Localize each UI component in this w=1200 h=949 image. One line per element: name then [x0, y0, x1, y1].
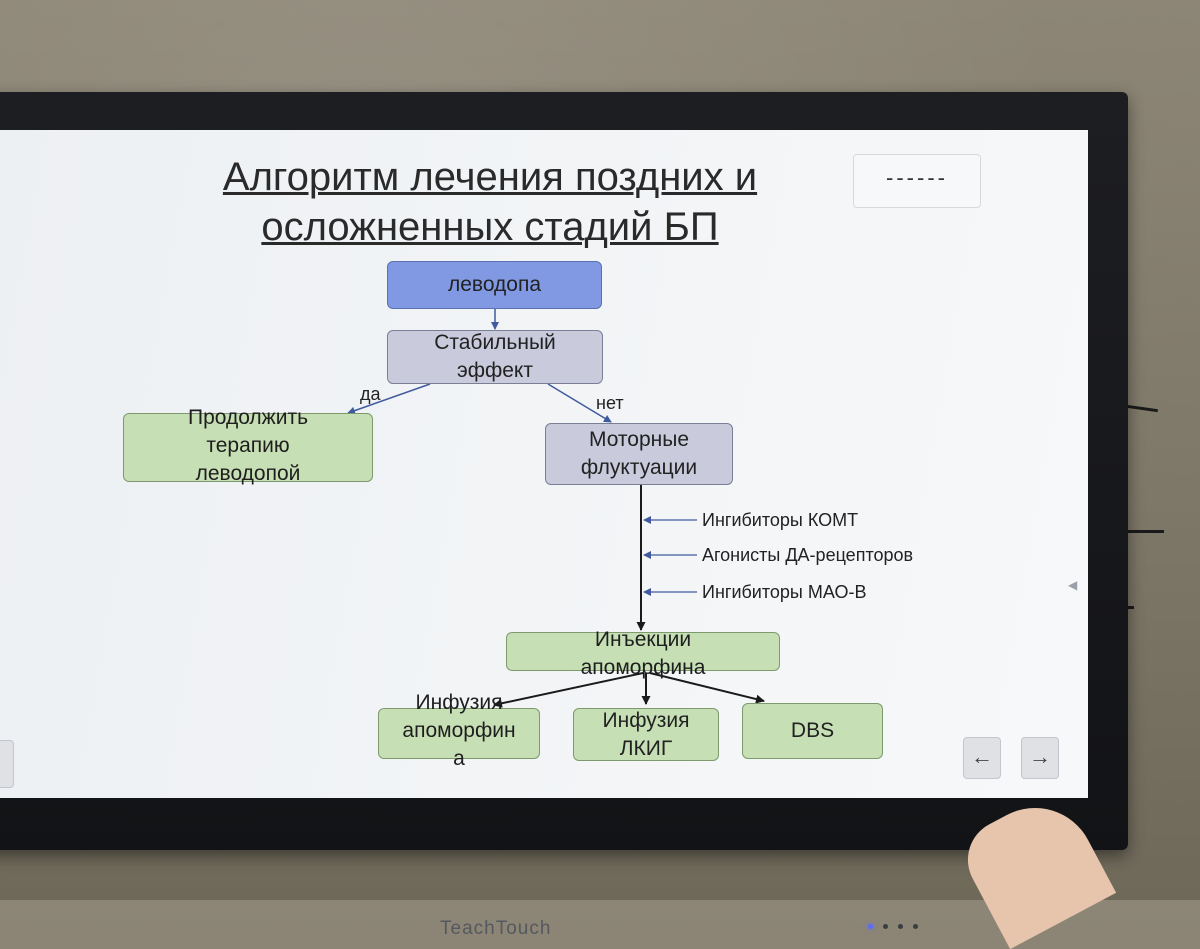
arrow-to-dbs [649, 672, 765, 704]
node-apo-injections-text: Инъекции апоморфина [543, 626, 743, 682]
indicator-led [913, 924, 918, 929]
edge-label-yes: да [360, 384, 381, 404]
connectors [347, 309, 765, 708]
status-leds [868, 924, 918, 929]
next-slide-button[interactable]: → [1021, 737, 1059, 779]
node-apo-inf-line-2: апоморфин [402, 719, 516, 742]
prev-slide-button[interactable]: ← [963, 737, 1001, 779]
node-motor-fluctuations: Моторные флуктуации [545, 423, 733, 485]
node-levodopa: леводопа [387, 261, 602, 309]
node-apo-inj-line-1: Инъекции [594, 628, 692, 651]
node-apomorphine-infusion [378, 708, 540, 759]
node-levodopa-label: леводопа [447, 273, 542, 296]
node-continue-line-2: терапию [206, 434, 290, 457]
indicator-led [898, 924, 903, 929]
power-led [868, 924, 873, 929]
slide-title: Алгоритм лечения поздних и осложненных с… [120, 152, 860, 252]
node-apo-infusion-text: Инфузия апоморфин а [379, 689, 539, 773]
node-apomorphine-injections [506, 632, 780, 671]
left-edge-button[interactable] [0, 740, 14, 788]
indicator-led [883, 924, 888, 929]
node-continue-line-3: леводопой [195, 462, 301, 485]
drug-maob-inhibitors: Ингибиторы МАО-В [702, 582, 867, 602]
node-continue-levodopa [123, 413, 373, 482]
node-continue-text: Продолжить терапию леводопой [148, 404, 348, 488]
node-motor-line-2: флуктуации [580, 456, 698, 479]
node-apo-inf-line-3: а [453, 747, 465, 770]
node-continue-line-1: Продолжить [187, 406, 309, 429]
node-lcig-line-2: ЛКИГ [619, 736, 673, 760]
side-panel-toggle-icon[interactable]: ◀ [1068, 578, 1078, 592]
edge-label-no: нет [596, 393, 624, 413]
node-dbs: DBS [742, 703, 883, 759]
title-line-1: Алгоритм лечения поздних и [222, 155, 758, 199]
drug-dopamine-agonists: Агонисты ДА-рецепторов [702, 545, 914, 565]
node-stable-line-2: эффект [456, 359, 533, 382]
cable [1112, 530, 1164, 533]
node-apo-inj-line-2: апоморфина [580, 656, 706, 679]
corner-placeholder-box: ------ [853, 154, 981, 208]
arrow-yes [347, 383, 431, 415]
brand-logo: TeachTouch [440, 918, 552, 939]
arrow-no [547, 383, 612, 423]
node-stable-line-1: Стабильный [434, 331, 556, 354]
node-dbs-label: DBS [790, 719, 835, 742]
node-lcig-line-1: Инфузия [602, 708, 690, 732]
node-lcig-infusion: Инфузия ЛКИГ [573, 708, 719, 761]
slide-screen: Алгоритм лечения поздних и осложненных с… [0, 130, 1088, 798]
node-stable-effect: Стабильный эффект [387, 330, 603, 384]
title-line-2: осложненных стадий БП [261, 205, 719, 249]
drug-comt-inhibitors: Ингибиторы КОМТ [702, 510, 859, 530]
node-apo-inf-line-1: Инфузия [415, 691, 503, 714]
node-motor-line-1: Моторные [588, 428, 690, 451]
arrow-to-apo-infusion [493, 672, 644, 708]
